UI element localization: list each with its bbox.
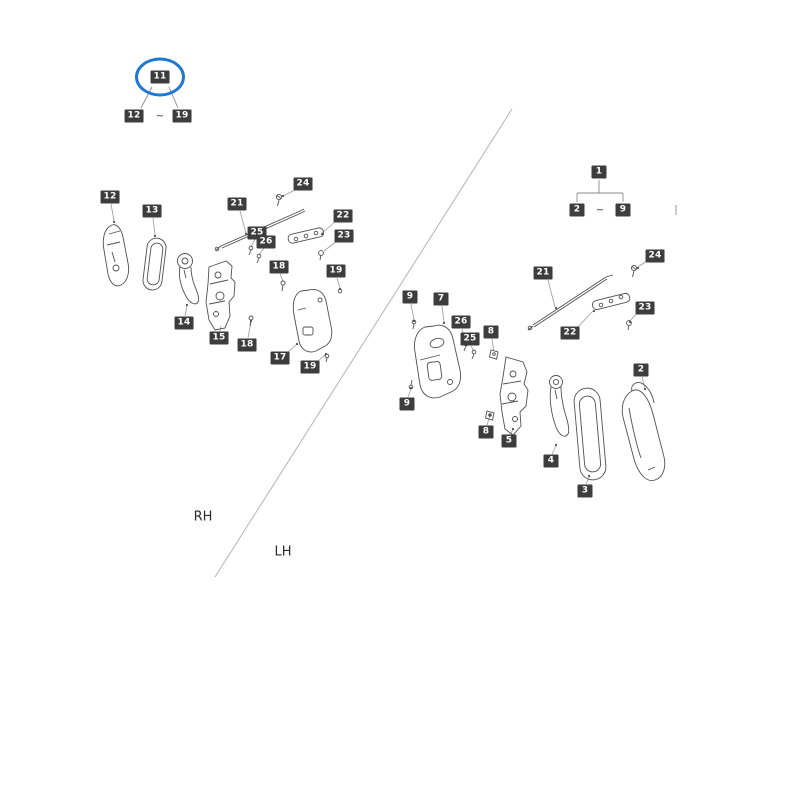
part-label-lh-23[interactable]: 23 (635, 301, 655, 315)
part-23-screw-drawing-lh (626, 320, 632, 331)
part-label-lh-7[interactable]: 7 (433, 292, 449, 306)
part-label-ref-12[interactable]: 12 (124, 109, 144, 123)
part-8-clips-lh (484, 349, 499, 421)
part-label-rh-12[interactable]: 12 (100, 190, 120, 204)
part-label-lh-9a[interactable]: 9 (402, 290, 418, 304)
part-label-lh-2-ref[interactable]: 2 (569, 203, 585, 217)
part-label-ref-11[interactable]: 11 (150, 70, 170, 84)
part-4-lever-drawing (549, 375, 570, 437)
part-label-rh-17[interactable]: 17 (270, 351, 290, 365)
part-22-rail-drawing-lh (591, 292, 631, 311)
tilde-separator-lh: ~ (595, 204, 605, 216)
part-12-bezel-drawing (102, 224, 130, 287)
part-22-rail-drawing-rh (287, 227, 325, 244)
part-label-lh-5[interactable]: 5 (501, 434, 517, 448)
part-label-rh-15[interactable]: 15 (209, 331, 229, 345)
part-label-rh-13[interactable]: 13 (142, 204, 162, 218)
part-label-lh-8b[interactable]: 8 (478, 425, 494, 439)
part-label-lh-22[interactable]: 22 (560, 326, 580, 340)
part-5-latch-drawing (499, 356, 529, 436)
part-15-latch-drawing (205, 260, 236, 331)
part-label-lh-9-ref[interactable]: 9 (615, 203, 631, 217)
part-label-lh-1[interactable]: 1 (591, 165, 607, 179)
part-14-lever-drawing (177, 253, 200, 305)
reference-bracket-lines (140, 86, 677, 215)
part-24-screw-drawing-rh (275, 193, 283, 207)
part-9-screws-lh (408, 319, 417, 390)
part-label-rh-23[interactable]: 23 (334, 229, 354, 243)
lh-section-text: LH (274, 544, 292, 560)
part-label-rh-14[interactable]: 14 (174, 316, 194, 330)
part-25-26-screws-rh (248, 245, 262, 264)
part-21-rod-drawing-lh (527, 274, 614, 331)
part-label-lh-21[interactable]: 21 (533, 266, 553, 280)
part-label-lh-2[interactable]: 2 (633, 363, 649, 377)
part-3-gasket-drawing (573, 387, 607, 481)
part-label-rh-24[interactable]: 24 (293, 177, 313, 191)
part-19-clips-rh (324, 288, 343, 363)
part-label-rh-26[interactable]: 26 (256, 235, 276, 249)
part-label-lh-24[interactable]: 24 (645, 249, 665, 263)
part-label-rh-18b[interactable]: 18 (237, 338, 257, 352)
part-label-rh-21[interactable]: 21 (227, 197, 247, 211)
part-label-rh-19a[interactable]: 19 (326, 264, 346, 278)
rh-lh-divider-line (214, 108, 513, 578)
part-label-ref-19[interactable]: 19 (172, 109, 192, 123)
tilde-separator-top: ~ (155, 110, 165, 122)
part-18-screws-rh (248, 280, 286, 327)
part-label-rh-18a[interactable]: 18 (269, 260, 289, 274)
parts-rh-group (102, 193, 343, 363)
part-17-cover-drawing (292, 289, 333, 353)
part-7-case-drawing (414, 324, 462, 399)
part-2-handle-drawing (621, 382, 666, 481)
part-label-lh-26[interactable]: 26 (451, 315, 471, 329)
part-label-lh-3[interactable]: 3 (577, 484, 593, 498)
part-label-lh-8a[interactable]: 8 (483, 325, 499, 339)
rh-section-text: RH (193, 509, 213, 525)
part-label-lh-25[interactable]: 25 (460, 332, 480, 346)
part-label-lh-4[interactable]: 4 (543, 454, 559, 468)
part-label-rh-22[interactable]: 22 (333, 209, 353, 223)
part-label-lh-9b[interactable]: 9 (399, 397, 415, 411)
part-24-screw-drawing-lh (630, 264, 638, 278)
part-23-screw-drawing-rh (318, 250, 324, 261)
leader-lines (110, 188, 649, 485)
part-label-rh-19b[interactable]: 19 (300, 360, 320, 374)
part-13-gasket-drawing (142, 237, 167, 291)
